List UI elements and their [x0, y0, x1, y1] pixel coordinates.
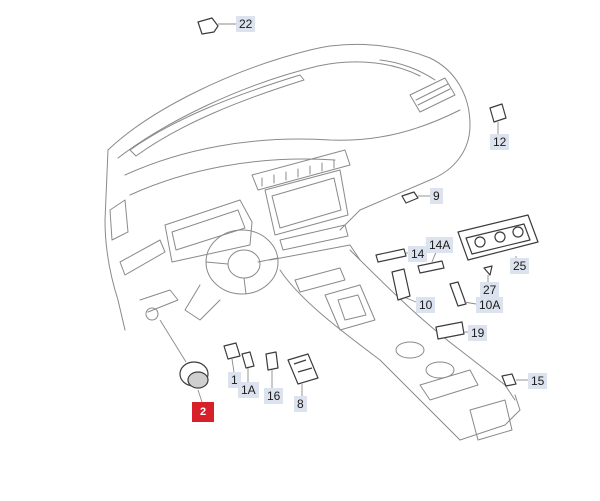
part-label-19[interactable]: 19: [468, 325, 488, 341]
light-switch-socket: [145, 307, 159, 321]
leader-10: [405, 297, 417, 303]
dashboard-inner-top: [117, 61, 421, 159]
dash-mid-line: [124, 109, 461, 176]
part-label-2-highlighted[interactable]: 2: [192, 402, 214, 422]
part-1a-switch: [241, 351, 255, 369]
part-14a-switch: [417, 260, 445, 274]
leader-1: [231, 358, 235, 373]
center-vents: [251, 149, 351, 191]
part-16-button: [265, 351, 279, 371]
part-14-switch: [375, 248, 407, 263]
windshield-edge: [379, 59, 436, 81]
leader-14a: [431, 251, 437, 263]
part-label-9[interactable]: 9: [430, 188, 443, 204]
part-label-10[interactable]: 10: [416, 297, 436, 313]
left-vent: [109, 199, 129, 241]
part-22-switch: [197, 17, 219, 35]
part-label-27[interactable]: 27: [480, 282, 500, 298]
steering-wheel-outer: [205, 229, 279, 295]
steering-column: [184, 284, 221, 321]
console-storage: [294, 267, 346, 293]
leader-light-switch-socket: [159, 319, 187, 363]
dash-mid-line-2: [129, 158, 336, 196]
steering-wheel-inner: [227, 249, 261, 279]
part-label-22[interactable]: 22: [236, 16, 256, 32]
dashboard-lower: [339, 124, 471, 231]
center-screen: [264, 169, 349, 236]
part-9-button: [401, 191, 419, 204]
switch-strip: [279, 224, 349, 251]
part-label-1[interactable]: 1: [228, 372, 241, 388]
part-15-clip: [501, 373, 517, 387]
part-label-8[interactable]: 8: [294, 396, 307, 412]
defrost-vent: [129, 74, 305, 157]
part-label-12[interactable]: 12: [490, 134, 510, 150]
part-10a-switch: [449, 281, 467, 307]
cupholder-1: [395, 341, 425, 359]
right-vent: [409, 77, 456, 113]
leader-2: [197, 389, 203, 403]
part-label-14a[interactable]: 14A: [426, 237, 454, 253]
part-27-clip: [483, 265, 493, 276]
center-console-top: [269, 244, 361, 261]
console-end: [459, 394, 521, 441]
part-12-switch: [489, 103, 507, 123]
dashboard-top-edge: [107, 44, 471, 151]
center-console-right: [349, 249, 516, 401]
part-8-switch-block: [287, 353, 319, 385]
part-label-10a[interactable]: 10A: [476, 297, 504, 313]
part-label-1a[interactable]: 1A: [238, 382, 259, 398]
part-19-switch: [435, 321, 465, 340]
part-10-switch: [391, 268, 411, 301]
gear-shifter: [324, 284, 376, 331]
dashboard-front: [104, 149, 126, 331]
instrument-cluster: [164, 199, 253, 263]
part-1-switch: [223, 342, 241, 360]
part-label-16[interactable]: 16: [264, 388, 284, 404]
part-label-14[interactable]: 14: [408, 246, 428, 262]
left-lower-vent: [119, 239, 166, 276]
part-label-15[interactable]: 15: [528, 373, 548, 389]
cupholder-2: [425, 361, 455, 379]
center-console-left: [279, 269, 461, 441]
part-label-25[interactable]: 25: [510, 258, 530, 274]
leader-10a: [463, 301, 477, 305]
